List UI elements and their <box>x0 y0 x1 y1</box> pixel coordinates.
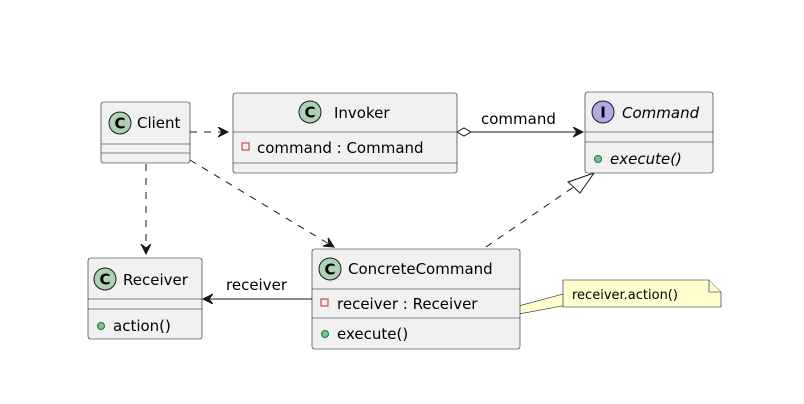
method-receiver-action: action() <box>113 317 171 335</box>
class-name-concrete-command: ConcreteCommand <box>348 260 493 278</box>
stereotype-letter: C <box>304 104 315 122</box>
edge-concrete-command-realization <box>485 172 596 248</box>
interface-name-command: Command <box>622 104 700 122</box>
method-concrete-execute: execute() <box>337 325 408 343</box>
class-name-receiver: Receiver <box>123 271 189 289</box>
stereotype-letter: C <box>324 261 335 279</box>
edge-concrete-receiver: receiver <box>203 276 312 299</box>
class-name-client: Client <box>137 114 181 132</box>
realization-triangle <box>567 172 596 194</box>
class-invoker[interactable]: C Invoker command : Command <box>232 92 458 174</box>
class-stereotype-icon <box>298 100 322 124</box>
edge-invoker-command: command <box>455 110 583 137</box>
private-field-marker <box>241 142 250 151</box>
edge-label-receiver: receiver <box>226 276 288 294</box>
class-stereotype-icon <box>108 111 132 135</box>
stereotype-letter: C <box>114 115 125 133</box>
method-command-execute: execute() <box>610 150 682 168</box>
stereotype-letter: I <box>600 104 606 122</box>
private-field-marker <box>320 298 329 307</box>
interface-stereotype-icon <box>591 100 615 124</box>
stereotype-letter: C <box>99 271 110 289</box>
class-stereotype-icon <box>93 267 117 291</box>
public-method-marker <box>321 330 329 338</box>
note-receiver-action[interactable]: receiver.action() <box>562 279 722 308</box>
class-name-invoker: Invoker <box>334 104 390 122</box>
aggregation-diamond <box>455 127 473 137</box>
class-receiver[interactable]: C Receiver action() <box>87 257 203 340</box>
note-text: receiver.action() <box>572 288 678 303</box>
class-stereotype-icon <box>318 257 342 281</box>
field-invoker-command: command : Command <box>257 139 424 157</box>
edge-label-command: command <box>481 110 556 128</box>
class-concrete-command[interactable]: C ConcreteCommand receiver : Receiver ex… <box>311 248 521 350</box>
edge-client-concrete <box>189 159 334 247</box>
interface-command[interactable]: I Command execute() <box>584 91 714 174</box>
public-method-marker <box>97 322 105 330</box>
field-concrete-receiver: receiver : Receiver <box>337 295 478 313</box>
class-client[interactable]: C Client <box>100 101 191 164</box>
public-method-marker <box>594 155 602 163</box>
